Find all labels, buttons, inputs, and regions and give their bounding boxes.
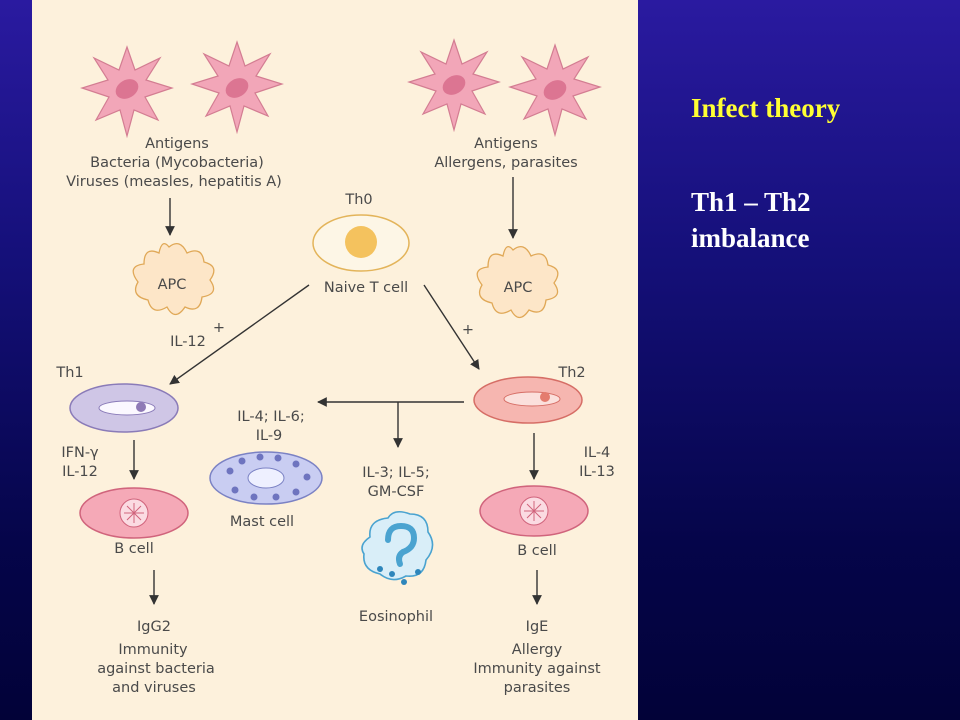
subtitle-line-1: Th1 – Th2 bbox=[691, 187, 811, 217]
eos-cytokines-1: IL-3; IL-5; bbox=[362, 465, 430, 481]
arrow-naive-to-th1 bbox=[169, 284, 310, 385]
th0-label: Th0 bbox=[344, 192, 372, 208]
mast-cytokines-2: IL-9 bbox=[256, 428, 283, 444]
apc-left-il12: IL-12 bbox=[170, 334, 206, 350]
slide-subtitle: Th1 – Th2 imbalance bbox=[691, 184, 931, 256]
left-outcome-2: against bacteria bbox=[97, 661, 215, 677]
mast-cell bbox=[209, 451, 323, 505]
diagram-panel: Antigens Bacteria (Mycobacteria) Viruses… bbox=[32, 0, 638, 720]
left-antigens-heading: Antigens bbox=[145, 136, 209, 152]
mast-cell-label: Mast cell bbox=[230, 514, 294, 530]
right-antigens-heading: Antigens bbox=[474, 136, 538, 152]
th1-th2-diagram: Antigens Bacteria (Mycobacteria) Viruses… bbox=[55, 38, 615, 696]
arrow-naive-to-th2 bbox=[423, 284, 480, 370]
igg2-label: IgG2 bbox=[137, 619, 171, 635]
left-antigens-line1: Bacteria (Mycobacteria) bbox=[90, 155, 264, 171]
th2-label: Th2 bbox=[557, 365, 585, 381]
th1-ifn-gamma: IFN-γ bbox=[61, 445, 99, 461]
ige-label: IgE bbox=[526, 619, 549, 635]
bcell-left-label: B cell bbox=[114, 541, 154, 557]
antigen-cell-right-1 bbox=[407, 38, 501, 133]
right-antigens-line1: Allergens, parasites bbox=[434, 155, 577, 171]
apc-left-plus: + bbox=[213, 320, 225, 336]
apc-right-label: APC bbox=[504, 280, 533, 296]
left-outcome-1: Immunity bbox=[118, 642, 188, 658]
bcell-right bbox=[479, 485, 589, 537]
apc-right-cell bbox=[476, 245, 559, 319]
mast-cytokines-1: IL-4; IL-6; bbox=[237, 409, 305, 425]
bcell-left bbox=[79, 487, 189, 539]
antigen-cell-left-1 bbox=[80, 45, 174, 139]
left-antigens-line2: Viruses (measles, hepatitis A) bbox=[66, 174, 282, 190]
apc-left-cell bbox=[132, 242, 215, 316]
eosinophil-label: Eosinophil bbox=[359, 609, 433, 625]
th2-cell bbox=[473, 376, 583, 424]
left-outcome-3: and viruses bbox=[112, 680, 196, 696]
th1-label: Th1 bbox=[55, 365, 83, 381]
apc-right-plus: + bbox=[462, 322, 474, 338]
antigen-cell-right-2 bbox=[508, 43, 602, 138]
slide-title: Infect theory bbox=[691, 93, 841, 123]
right-outcome-2: Immunity against bbox=[473, 661, 601, 677]
th2-il4: IL-4 bbox=[584, 445, 611, 461]
th1-cell bbox=[69, 383, 179, 433]
right-outcome-1: Allergy bbox=[512, 642, 563, 658]
eosinophil-cell bbox=[361, 510, 434, 585]
antigen-cell-left-2 bbox=[190, 40, 284, 135]
naive-t-cell bbox=[312, 214, 410, 272]
right-outcome-3: parasites bbox=[504, 680, 571, 696]
bcell-right-label: B cell bbox=[517, 543, 557, 559]
apc-left-label: APC bbox=[158, 277, 187, 293]
naive-t-cell-label: Naive T cell bbox=[324, 280, 408, 296]
th1-il12: IL-12 bbox=[62, 464, 98, 480]
subtitle-line-2: imbalance bbox=[691, 223, 810, 253]
eos-cytokines-2: GM-CSF bbox=[368, 484, 425, 500]
th2-il13: IL-13 bbox=[579, 464, 615, 480]
